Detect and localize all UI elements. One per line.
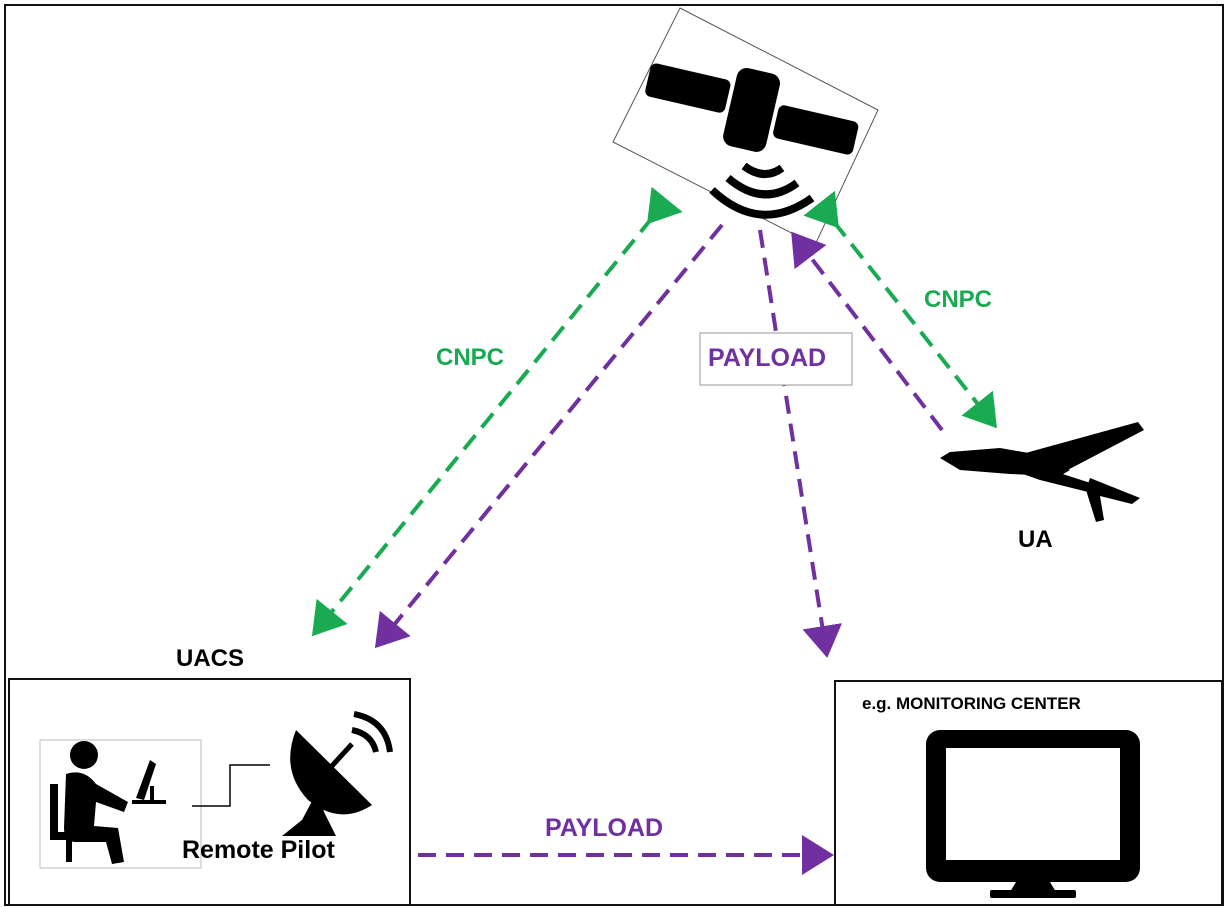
pilot-icon-group [39, 739, 270, 869]
cnpc-label-right: CNPC [924, 286, 993, 313]
payload-link-uacs [374, 223, 724, 649]
cnpc-link-ua [803, 190, 997, 429]
satellite-icon [612, 7, 879, 246]
payload-label-box [699, 332, 853, 386]
cnpc-label-left: CNPC [436, 344, 505, 371]
cnpc-link-uacs [311, 186, 683, 637]
diagram-frame [4, 4, 1224, 906]
payload-label-bottom: PAYLOAD [545, 814, 664, 842]
payload-label-center: PAYLOAD [708, 344, 827, 372]
monitoring-center-label: e.g. MONITORING CENTER [862, 694, 1081, 713]
ua-label: UA [1018, 526, 1053, 553]
satellite-dish-icon [282, 711, 393, 836]
remote-pilot-label: Remote Pilot [182, 836, 335, 864]
monitor-icon [926, 730, 1140, 898]
payload-link-monitoring [758, 229, 843, 658]
uacs-label: UACS [176, 645, 245, 672]
seated-person-computer-icon [50, 741, 166, 864]
drone-icon [940, 422, 1144, 522]
